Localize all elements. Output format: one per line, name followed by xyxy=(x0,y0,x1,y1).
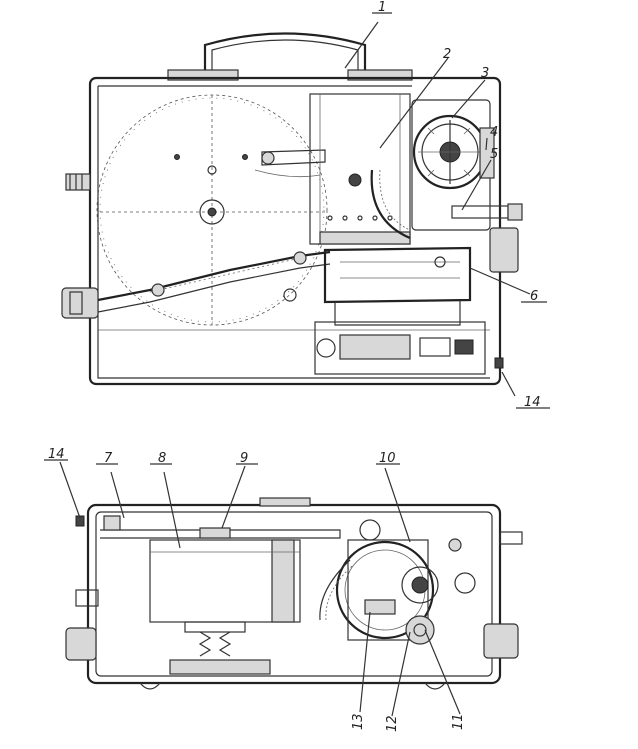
gear-guard xyxy=(370,169,411,240)
callout-11: 11 xyxy=(451,713,466,730)
left-connector xyxy=(61,287,99,319)
callout-14-top: 14 xyxy=(524,395,541,410)
foot-left xyxy=(139,682,161,690)
callout-4: 4 xyxy=(490,125,498,140)
callout-8: 8 xyxy=(158,451,166,466)
top-view xyxy=(61,32,523,386)
selector-dial xyxy=(411,99,491,231)
left-connector-bottom xyxy=(65,627,97,661)
left-fitting-upper xyxy=(65,173,91,191)
callout-12: 12 xyxy=(385,715,400,732)
handle-mount-left xyxy=(167,69,239,81)
callout-7: 7 xyxy=(104,451,113,466)
leader-lines xyxy=(59,21,531,717)
right-connector xyxy=(489,227,519,273)
foot-top xyxy=(494,357,504,369)
right-connector-bottom xyxy=(483,623,519,659)
reel-hub xyxy=(199,199,225,225)
callout-9: 9 xyxy=(240,451,248,466)
callout-13: 13 xyxy=(351,713,366,730)
callout-2: 2 xyxy=(443,47,451,62)
callout-14-bottom: 14 xyxy=(48,447,65,462)
side-tab xyxy=(479,127,495,179)
drive-cable xyxy=(97,250,331,302)
callout-5: 5 xyxy=(490,147,498,162)
pump-housing xyxy=(323,246,472,326)
gear-mechanism xyxy=(319,519,476,645)
spring-assembly xyxy=(169,527,271,675)
battery-block xyxy=(149,539,301,623)
callout-10: 10 xyxy=(379,451,396,466)
callout-1: 1 xyxy=(378,0,386,15)
foot-right xyxy=(424,682,446,690)
carry-handle xyxy=(203,32,367,72)
callout-6: 6 xyxy=(530,289,538,304)
callout-3: 3 xyxy=(481,66,489,81)
bottom-mechanism xyxy=(314,321,486,375)
hose-fitting xyxy=(451,203,523,221)
handle-mount-right xyxy=(347,69,413,81)
motor-body xyxy=(309,93,411,245)
foot-bottom xyxy=(75,515,85,527)
label-underlines xyxy=(44,12,550,465)
bottom-view xyxy=(65,497,523,690)
